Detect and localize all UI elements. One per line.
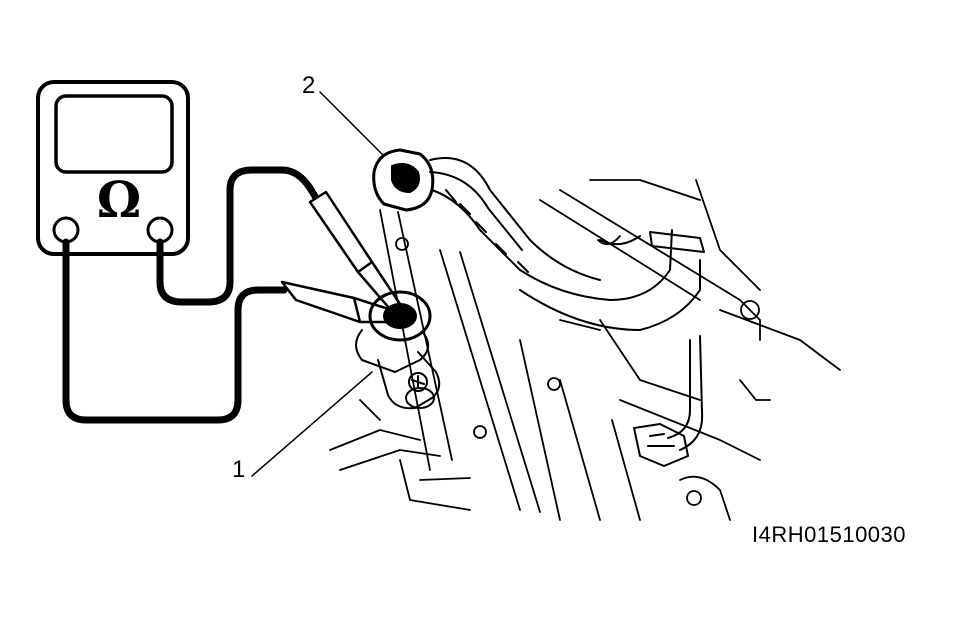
callout-label-1: 1 [232, 456, 246, 483]
leader-line-2 [319, 91, 385, 157]
test-lead-2 [62, 238, 288, 424]
ohm-symbol: Ω [96, 170, 142, 229]
connector-2 [372, 148, 611, 301]
probe-2 [280, 280, 402, 324]
sensor-1 [355, 290, 441, 410]
engine-block [329, 179, 841, 521]
wiring-harness [519, 229, 705, 467]
ohmmeter-body [36, 80, 190, 256]
ohmmeter-terminal-left [52, 216, 80, 244]
figure-code: I4RH01510030 [752, 522, 907, 547]
leader-line-1 [251, 371, 373, 477]
callout-label-2: 2 [302, 72, 316, 99]
test-lead-1 [156, 166, 326, 306]
ohmmeter-display [54, 94, 174, 174]
